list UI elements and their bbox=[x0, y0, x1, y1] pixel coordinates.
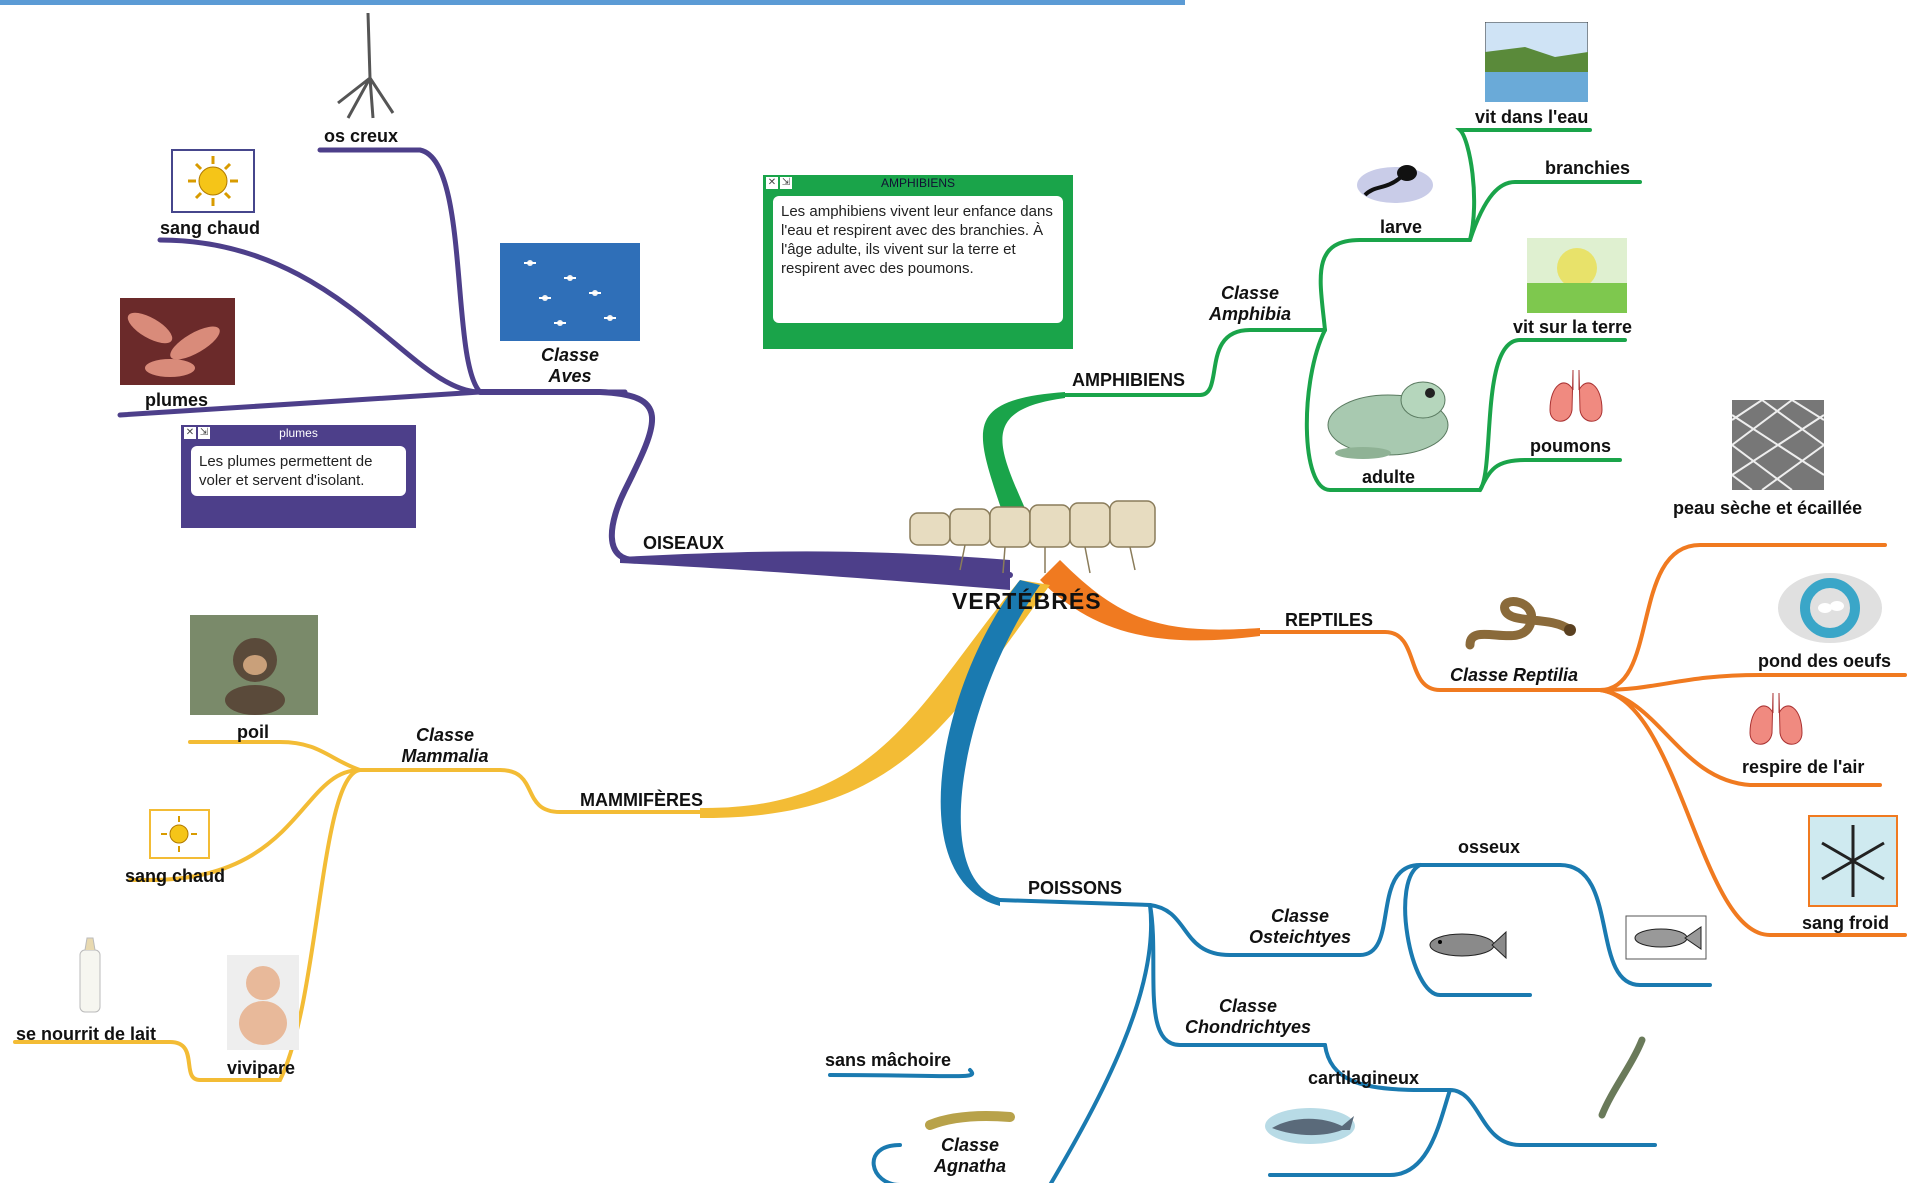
branch-amphibiens[interactable]: AMPHIBIENS bbox=[1072, 370, 1186, 390]
item-se-nourrit-de-lait[interactable]: se nourrit de lait bbox=[16, 1024, 157, 1044]
item-osseux[interactable]: osseux bbox=[1458, 837, 1521, 857]
note-amphibiens[interactable]: ✕⇲ AMPHIBIENS Les amphibiens vivent leur … bbox=[763, 175, 1073, 349]
bottle-image bbox=[79, 937, 101, 1013]
feathers-image bbox=[120, 298, 235, 385]
item-peau-seche[interactable]: peau sèche et écaillée bbox=[1673, 498, 1863, 518]
classe-osteichtyes[interactable]: Classe Osteichtyes bbox=[1245, 906, 1355, 948]
branch-poissons[interactable]: POISSONS bbox=[1028, 878, 1123, 898]
classe-osteichtyes-name: Osteichtyes bbox=[1248, 927, 1352, 947]
classe-osteichtyes-label: Classe bbox=[1270, 906, 1330, 926]
note-amphibiens-title: AMPHIBIENS bbox=[880, 176, 955, 190]
classe-chondrichtyes-name: Chondrichtyes bbox=[1184, 1017, 1312, 1037]
eggs-image bbox=[1778, 573, 1882, 643]
sun-image-mammiferes bbox=[149, 809, 210, 859]
lungs-image-reptiles bbox=[1749, 692, 1803, 745]
item-respire-de-lair[interactable]: respire de l'air bbox=[1742, 757, 1865, 777]
close-icon[interactable]: ✕ bbox=[184, 427, 196, 439]
item-sang-chaud-oiseaux[interactable]: sang chaud bbox=[160, 218, 261, 238]
classe-agnatha[interactable]: Classe Agnatha bbox=[920, 1135, 1020, 1177]
item-plumes[interactable]: plumes bbox=[145, 390, 209, 410]
bony-fish-image bbox=[1429, 930, 1507, 960]
item-os-creux[interactable]: os creux bbox=[324, 126, 399, 146]
bony-fish-image-2 bbox=[1625, 915, 1707, 960]
frog-image bbox=[1327, 381, 1449, 459]
lamprey-image bbox=[925, 1110, 1015, 1130]
item-sans-machoire[interactable]: sans mâchoire bbox=[825, 1050, 952, 1070]
branch-reptiles[interactable]: REPTILES bbox=[1285, 610, 1374, 630]
classe-mammalia-label: Classe bbox=[415, 725, 475, 745]
classe-amphibia-name: Amphibia bbox=[1208, 304, 1291, 324]
sun-image bbox=[171, 149, 255, 213]
monkey-image bbox=[190, 615, 318, 715]
center-topic: VERTÉBRÉS bbox=[952, 588, 1102, 614]
vertebrae-image bbox=[909, 500, 1156, 574]
land-image bbox=[1527, 238, 1627, 313]
top-accent-bar bbox=[0, 0, 1185, 5]
classe-chondrichtyes[interactable]: Classe Chondrichtyes bbox=[1178, 996, 1318, 1038]
item-larve[interactable]: larve bbox=[1380, 217, 1423, 237]
item-vivipare[interactable]: vivipare bbox=[227, 1058, 296, 1078]
snowflake-image bbox=[1808, 815, 1898, 907]
classe-agnatha-name: Agnatha bbox=[934, 1156, 1006, 1176]
item-vit-dans-leau[interactable]: vit dans l'eau bbox=[1475, 107, 1589, 127]
scales-image bbox=[1732, 400, 1824, 490]
ray-fish-image bbox=[1598, 1036, 1646, 1119]
item-sang-chaud-mammiferes[interactable]: sang chaud bbox=[125, 866, 226, 886]
tadpole-image bbox=[1357, 165, 1433, 203]
snake-image bbox=[1465, 597, 1576, 650]
note-plumes-title: plumes bbox=[279, 426, 318, 440]
lake-image bbox=[1485, 22, 1588, 102]
classe-chondrichtyes-label: Classe bbox=[1218, 996, 1278, 1016]
bone-image bbox=[337, 12, 395, 119]
close-icon[interactable]: ✕ bbox=[766, 177, 778, 189]
item-vit-sur-la-terre[interactable]: vit sur la terre bbox=[1513, 317, 1633, 337]
classe-reptilia[interactable]: Classe Reptilia bbox=[1450, 665, 1579, 685]
classe-amphibia[interactable]: Classe Amphibia bbox=[1200, 283, 1300, 325]
note-amphibiens-text: Les amphibiens vivent leur enfance dans … bbox=[773, 196, 1063, 323]
classe-aves[interactable]: Classe Aves bbox=[520, 345, 620, 387]
classe-agnatha-label: Classe bbox=[940, 1135, 1000, 1155]
classe-mammalia-name: Mammalia bbox=[401, 746, 489, 766]
expand-icon[interactable]: ⇲ bbox=[198, 427, 210, 439]
note-plumes-text: Les plumes permettent de voler et serven… bbox=[191, 446, 406, 496]
classe-mammalia[interactable]: Classe Mammalia bbox=[395, 725, 495, 767]
baby-image bbox=[227, 955, 299, 1050]
item-cartilagineux[interactable]: cartilagineux bbox=[1308, 1068, 1420, 1088]
expand-icon[interactable]: ⇲ bbox=[780, 177, 792, 189]
item-poumons[interactable]: poumons bbox=[1530, 436, 1611, 456]
branch-mammiferes[interactable]: MAMMIFÈRES bbox=[580, 790, 703, 810]
item-branchies[interactable]: branchies bbox=[1545, 158, 1631, 178]
lungs-image bbox=[1549, 369, 1603, 422]
item-pond-des-oeufs[interactable]: pond des oeufs bbox=[1758, 651, 1892, 671]
shark-image bbox=[1265, 1108, 1355, 1144]
classe-aves-label: Classe bbox=[540, 345, 600, 365]
classe-aves-name: Aves bbox=[548, 366, 592, 386]
note-plumes[interactable]: ✕⇲ plumes Les plumes permettent de voler … bbox=[181, 425, 416, 528]
item-adulte[interactable]: adulte bbox=[1362, 467, 1416, 487]
item-poil[interactable]: poil bbox=[237, 722, 269, 742]
item-sang-froid[interactable]: sang froid bbox=[1802, 913, 1890, 933]
classe-amphibia-label: Classe bbox=[1220, 283, 1280, 303]
branch-oiseaux[interactable]: OISEAUX bbox=[643, 533, 725, 553]
birds-flying-image bbox=[500, 243, 640, 341]
